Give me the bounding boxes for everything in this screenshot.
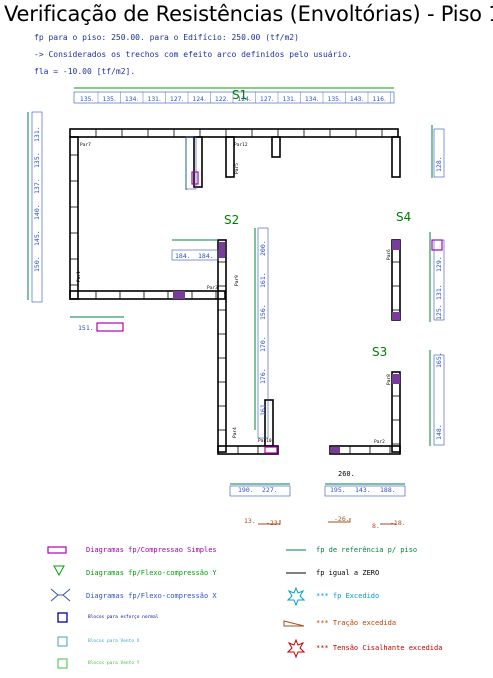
wall-label: Par3 [207,285,218,291]
s2-value-label: 184. [198,252,214,260]
right-value-label: 131. [435,284,443,300]
bottom-a-value: 227. [262,486,278,494]
consideration-note: -> Considerados os trechos com efeito ar… [34,50,352,59]
wall-label: Par4 [232,427,238,438]
section-label-s4: S4 [396,210,412,224]
wall-label: Par12 [234,142,248,148]
left-value-label: 145. [33,230,41,246]
top-value-label: 124. [193,96,206,103]
s2-value-label: 184. [175,252,191,260]
top-value-label: 131. [148,96,161,103]
right-value-label: 128. [435,156,443,172]
wind-y-symbol [57,658,68,669]
traction-markers [258,518,396,525]
mid-value-label: 200. [259,240,267,256]
left-value-label: 150. [33,256,41,272]
left-value-label: 135. [33,152,41,168]
top-value-label: 134. [125,96,138,103]
legend-compression: Diagramas fp/Compressao Simples [86,546,217,554]
bottom-b-value: 188. [380,486,396,494]
legend-normal-blocks: Blocos para esforço normal [88,615,159,620]
top-value-label: 131. [283,96,296,103]
right-value-label: 129. [435,256,443,272]
bottom-b-value: 195. [330,486,346,494]
wall-label: Par7 [80,142,91,148]
foot-value: 8. [372,522,380,530]
fp-header-line: fp para o piso: 250.00. para o Edifício:… [34,33,299,42]
flexo-x-bands [31,111,445,497]
mid-value-label: 176. [259,368,267,384]
fp-exceeded-symbol [286,586,306,607]
bottom-top-value: 260. [338,470,355,478]
wall-label: Par2 [374,439,385,445]
foot-value: -23. [266,519,282,527]
wall-label: Par6 [386,249,392,260]
legend-reference: fp de referência p/ piso [316,546,418,554]
left-value-label: 137. [33,178,41,194]
section-label-s1: S1 [232,88,248,102]
page-title: Verificação de Resistências (Envoltórias… [4,2,493,26]
legend-flexo-x: Diagramas fp/Flexo-compressão X [86,592,217,600]
bottom-left-value-label: 151. [78,324,94,332]
traction-symbol [283,620,305,627]
legend-fp-exceeded: *** fp Excedido [316,592,380,600]
right-value-label: 165. [435,352,443,368]
compression-symbol [47,546,67,554]
foot-value: -18. [390,519,406,527]
top-value-label: 134. [305,96,318,103]
mid-value-label: 161. [259,400,267,416]
section-label-s3: S3 [372,345,388,359]
shear-exceeded-symbol [286,638,306,659]
foot-value: 13. [244,517,256,525]
wall-label: Par10 [258,438,272,444]
left-value-label: 131. [33,126,41,142]
bottom-b-value: 143. [355,486,371,494]
section-label-s2: S2 [224,213,240,227]
normal-block-symbol [57,612,68,623]
top-value-label: 127. [170,96,183,103]
wall-label: Par9 [234,275,240,286]
top-value-label: 135. [80,96,93,103]
bottom-a-value: 190. [238,486,254,494]
mid-value-label: 170. [259,336,267,352]
top-value-label: 122. [215,96,228,103]
mid-value-label: 156. [259,304,267,320]
wind-x-symbol [57,636,68,647]
magenta-blocks [96,171,443,454]
flexo-y-symbol [53,565,65,577]
wall-label: Par5 [234,163,240,174]
legend-wind-x: Blocos para Vento X [88,639,140,644]
wall-label: Par8 [386,374,392,385]
legend-zero: fp igual a ZERO [316,569,380,577]
top-value-label: 143. [350,96,363,103]
wall-label: Par1 [76,271,82,282]
compression-blocks [173,240,400,453]
top-value-label: 116. [373,96,386,103]
left-value-label: 140. [33,204,41,220]
foot-value: -26. [334,515,350,523]
mid-value-label: 161. [259,272,267,288]
right-value-label: 125. [435,304,443,320]
top-value-label: 127. [260,96,273,103]
right-value-label: 148. [435,424,443,440]
top-value-label: 124. [238,96,251,103]
reference-lines [27,112,433,485]
legend-wind-y: Blocos para Vento Y [88,661,140,666]
top-value-label: 135. [328,96,341,103]
wall-ticks [70,129,400,454]
legend-flexo-y: Diagramas fp/Flexo-compressão Y [86,569,217,577]
top-diagram: 135. 135. 134. 131. 127. 124. 122. 124. 127. 131.… [73,87,395,104]
fla-value: fla = -10.00 [tf/m2]. [34,67,136,76]
building-walls [69,128,401,455]
flexo-x-symbol [50,588,71,602]
legend-shear: *** Tensão Cisalhante excedida [316,644,443,652]
legend-symbols [47,546,306,669]
top-value-label: 135. [103,96,116,103]
legend-traction: *** Tração excedida [316,619,397,627]
